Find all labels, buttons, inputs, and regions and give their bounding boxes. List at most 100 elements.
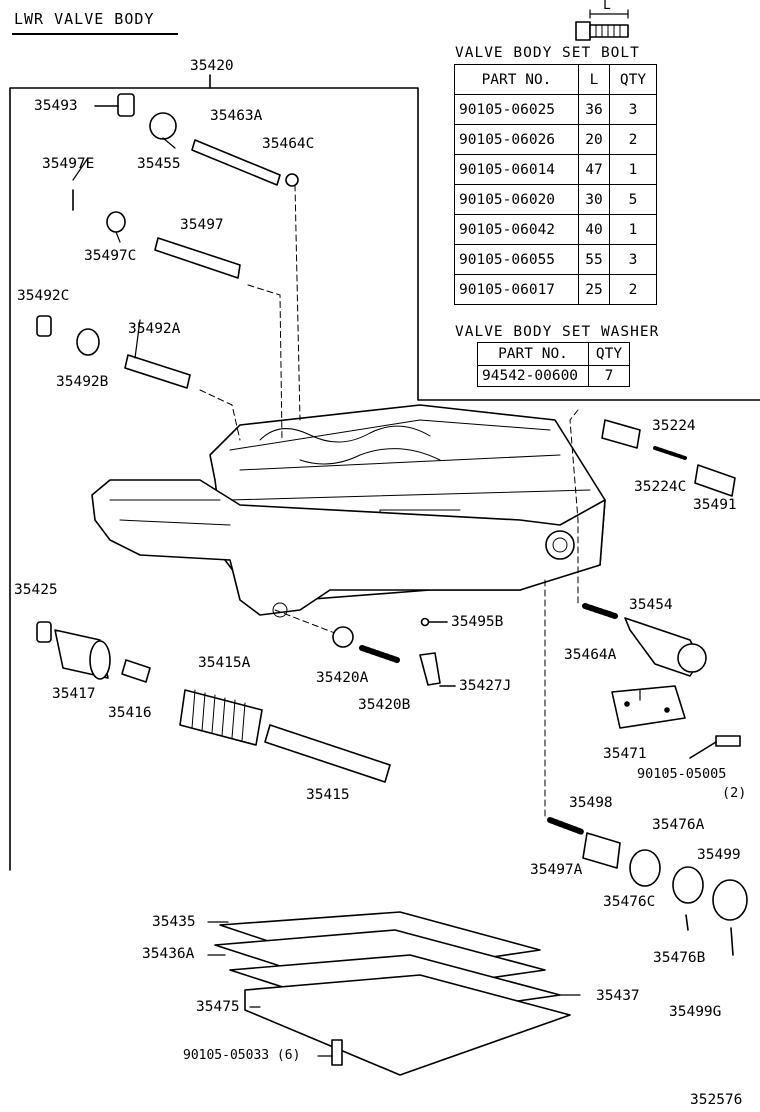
callout-35492A: 35492A xyxy=(128,321,181,337)
cell-length: 47 xyxy=(578,154,610,185)
callout-35454: 35454 xyxy=(629,597,673,613)
callout-90105-05005-qty: (2) xyxy=(722,785,747,801)
part-35224 xyxy=(601,419,641,449)
part-35492A xyxy=(124,354,191,389)
part-35420B xyxy=(359,645,400,663)
callout-35420B: 35420B xyxy=(358,697,411,713)
cell-qty: 3 xyxy=(609,94,657,125)
callout-90105-05033: 90105-05033 (6) xyxy=(183,1048,301,1063)
part-35415 xyxy=(264,724,391,783)
col-part-no: PART NO. xyxy=(454,64,579,95)
callout-35495B: 35495B xyxy=(451,614,504,630)
part-35499 xyxy=(712,879,748,921)
part-35476A xyxy=(672,866,704,904)
washer-table: PART NO. QTY 94542-00600 7 xyxy=(477,342,630,387)
cell-part-no: 94542-00600 xyxy=(477,365,589,387)
table-row: 94542-00600 7 xyxy=(477,365,630,387)
cell-length: 30 xyxy=(578,184,610,215)
part-35498 xyxy=(582,832,621,869)
callout-35435: 35435 xyxy=(152,914,196,930)
cell-qty: 7 xyxy=(588,365,630,387)
leader-lines xyxy=(72,137,641,1057)
bolt-icon xyxy=(575,9,629,41)
callout-35427J: 35427J xyxy=(459,678,512,694)
part-35492C xyxy=(36,315,52,337)
callout-35497A: 35497A xyxy=(530,862,583,878)
col-qty: QTY xyxy=(588,342,630,366)
callout-35415A: 35415A xyxy=(198,655,251,671)
callout-35475: 35475 xyxy=(196,999,240,1015)
part-35497A xyxy=(547,817,585,835)
callout-35417: 35417 xyxy=(52,686,96,702)
cell-qty: 2 xyxy=(609,274,657,305)
part-35425 xyxy=(36,621,52,643)
cell-length: 20 xyxy=(578,124,610,155)
callout-35491: 35491 xyxy=(693,497,737,513)
callout-35224C: 35224C xyxy=(634,479,687,495)
callout-35471: 35471 xyxy=(603,746,647,762)
part-35416 xyxy=(121,659,151,683)
col-qty: QTY xyxy=(609,64,657,95)
callout-35497E: 35497E xyxy=(42,156,95,172)
cell-part-no: 90105-06017 xyxy=(454,274,579,305)
callout-35497: 35497 xyxy=(180,217,224,233)
callout-35476A: 35476A xyxy=(652,817,705,833)
part-35495B xyxy=(420,617,430,627)
cell-part-no: 90105-06014 xyxy=(454,154,579,185)
part-35497C xyxy=(106,211,126,233)
callout-35464C: 35464C xyxy=(262,136,315,152)
callout-90105-05005: 90105-05005 xyxy=(637,766,727,782)
callout-35436A: 35436A xyxy=(142,946,195,962)
part-90105-05033-bolt xyxy=(331,1039,343,1066)
callout-35437: 35437 xyxy=(596,988,640,1004)
callout-35492B: 35492B xyxy=(56,374,109,390)
cell-length: 25 xyxy=(578,274,610,305)
callout-35499G: 35499G xyxy=(669,1004,722,1020)
cell-qty: 3 xyxy=(609,244,657,275)
part-35417 xyxy=(54,629,111,680)
part-35415A xyxy=(179,689,263,746)
callout-35420A: 35420A xyxy=(316,670,369,686)
callout-35476B: 35476B xyxy=(653,950,706,966)
figure-number: 352576 xyxy=(690,1092,743,1108)
cell-part-no: 90105-06042 xyxy=(454,214,579,245)
part-35497 xyxy=(154,237,241,279)
callout-35499: 35499 xyxy=(697,847,741,863)
callout-35463A: 35463A xyxy=(210,108,263,124)
part-35475 xyxy=(244,974,571,1076)
part-90105-05005-bolt xyxy=(715,735,741,747)
cell-qty: 5 xyxy=(609,184,657,215)
part-35499G xyxy=(730,927,734,956)
washer-table-caption: VALVE BODY SET WASHER xyxy=(455,324,660,340)
callout-35224: 35224 xyxy=(652,418,696,434)
cell-qty: 1 xyxy=(609,154,657,185)
cell-part-no: 90105-06055 xyxy=(454,244,579,275)
diagram-title: LWR VALVE BODY xyxy=(14,10,155,28)
callout-35425: 35425 xyxy=(14,582,58,598)
cell-part-no: 90105-06026 xyxy=(454,124,579,155)
callout-35497C: 35497C xyxy=(84,248,137,264)
part-35464A xyxy=(582,603,618,619)
lower-valve-body xyxy=(91,479,606,618)
washer-table-header: PART NO. QTY xyxy=(477,342,630,366)
part-35427J xyxy=(419,652,441,686)
cell-part-no: 90105-06020 xyxy=(454,184,579,215)
part-35493 xyxy=(117,93,135,117)
part-35492B xyxy=(76,328,100,356)
part-35471 xyxy=(611,685,686,729)
cell-length: 36 xyxy=(578,94,610,125)
callout-35416: 35416 xyxy=(108,705,152,721)
callout-35415: 35415 xyxy=(306,787,350,803)
guide-lines xyxy=(199,184,579,821)
part-35463A xyxy=(191,139,299,187)
bolt-length-label: L xyxy=(603,0,611,13)
cell-qty: 2 xyxy=(609,124,657,155)
callout-35493: 35493 xyxy=(34,98,78,114)
